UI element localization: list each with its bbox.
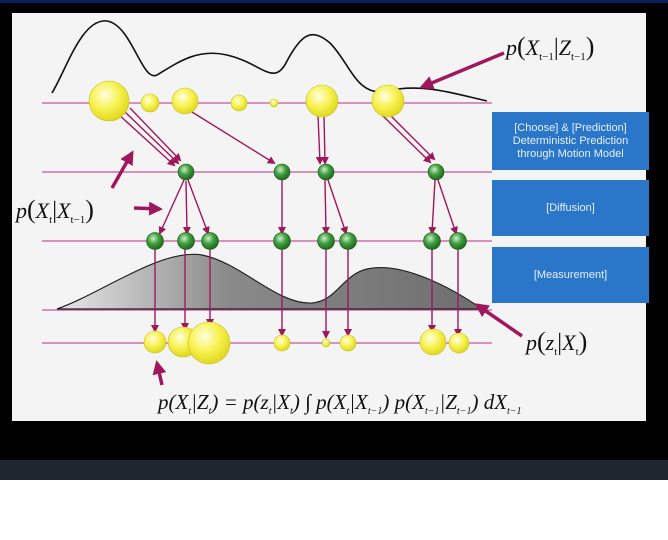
motion-model-label: p(Xt|Xt−1) xyxy=(14,195,94,226)
particle xyxy=(449,232,467,250)
particle xyxy=(371,84,405,118)
bayes-filter-equation: p(Xt|Zt) = p(zt|Xt) ∫ p(Xt|Xt−1) p(Xt−1|… xyxy=(156,390,522,417)
particle xyxy=(177,163,195,181)
predicted-particles xyxy=(177,163,445,181)
player-bottom-bar xyxy=(0,460,668,480)
particle xyxy=(419,328,447,356)
particle xyxy=(321,338,331,348)
particle xyxy=(171,87,199,115)
particle xyxy=(140,93,160,113)
step-measurement-box: [Measurement] xyxy=(492,247,649,303)
particle xyxy=(339,334,357,352)
slide: p(Xt−1|Zt−1) p(Xt|Xt−1) p(zt|Xt) p(Xt|Zt… xyxy=(12,13,649,421)
diffused-particles xyxy=(146,232,467,250)
particle xyxy=(273,163,291,181)
particle xyxy=(177,232,195,250)
particle xyxy=(273,334,291,352)
step-diffusion-label: [Diffusion] xyxy=(546,201,595,214)
likelihood-density xyxy=(56,253,484,310)
particle xyxy=(305,84,339,118)
particle xyxy=(88,80,130,122)
prediction-arrows xyxy=(116,107,462,339)
particle xyxy=(317,163,335,181)
step-measurement-label: [Measurement] xyxy=(533,268,608,281)
step-diffusion-box: [Diffusion] xyxy=(492,180,649,236)
step-prediction-line2: Deterministic Prediction xyxy=(512,134,629,147)
particle xyxy=(269,98,279,108)
video-frame: p(Xt−1|Zt−1) p(Xt|Xt−1) p(zt|Xt) p(Xt|Zt… xyxy=(0,0,668,460)
posterior-particles xyxy=(143,321,470,365)
particle xyxy=(143,330,167,354)
particle xyxy=(187,321,231,365)
particle xyxy=(339,232,357,250)
prior-particles xyxy=(88,80,405,122)
step-prediction-line3: through Motion Model xyxy=(517,147,624,160)
step-prediction-line1: [Choose] & [Prediction] xyxy=(514,121,627,134)
particle xyxy=(201,232,219,250)
step-prediction-box: [Choose] & [Prediction] Deterministic Pr… xyxy=(492,112,649,170)
particle xyxy=(146,232,164,250)
particle xyxy=(448,332,470,354)
particle-filter-diagram: p(Xt−1|Zt−1) p(Xt|Xt−1) p(zt|Xt) p(Xt|Zt… xyxy=(14,20,594,417)
particle xyxy=(230,94,248,112)
particle xyxy=(317,232,335,250)
particle xyxy=(427,163,445,181)
particle xyxy=(423,232,441,250)
callout-arrows xyxy=(110,51,523,386)
particle xyxy=(273,232,291,250)
top-accent-line xyxy=(0,0,668,3)
likelihood-label: p(zt|Xt) xyxy=(524,327,587,358)
prior-label: p(Xt−1|Zt−1) xyxy=(504,32,594,63)
